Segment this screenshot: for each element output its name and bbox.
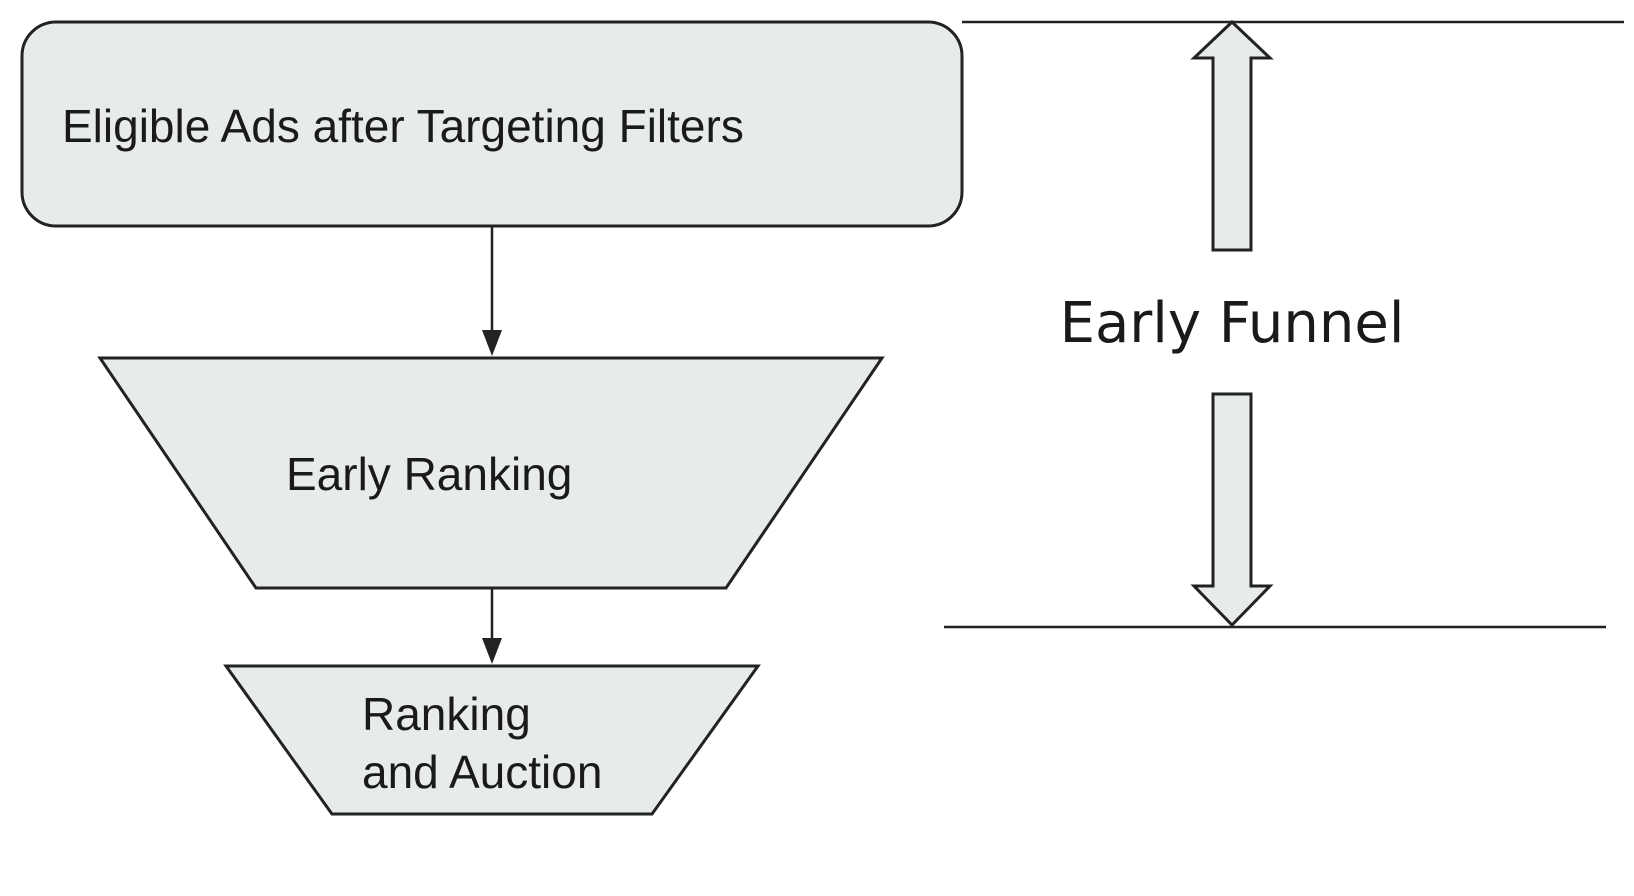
arrow-to-early-ranking xyxy=(482,226,502,356)
early-funnel-label: Early Funnel xyxy=(1060,291,1405,356)
ranking-auction-funnel: Ranking and Auction xyxy=(223,664,761,816)
eligible-ads-label: Eligible Ads after Targeting Filters xyxy=(62,100,744,152)
ranking-auction-label-line2: and Auction xyxy=(362,746,602,798)
eligible-ads-box: Eligible Ads after Targeting Filters xyxy=(20,20,964,228)
early-ranking-label: Early Ranking xyxy=(286,448,572,500)
ranking-auction-label-line1: Ranking xyxy=(362,688,531,740)
early-ranking-funnel: Early Ranking xyxy=(97,356,885,590)
up-arrow-icon xyxy=(1190,19,1274,252)
arrow-to-ranking-auction xyxy=(482,588,502,664)
down-arrow-icon xyxy=(1190,392,1274,628)
